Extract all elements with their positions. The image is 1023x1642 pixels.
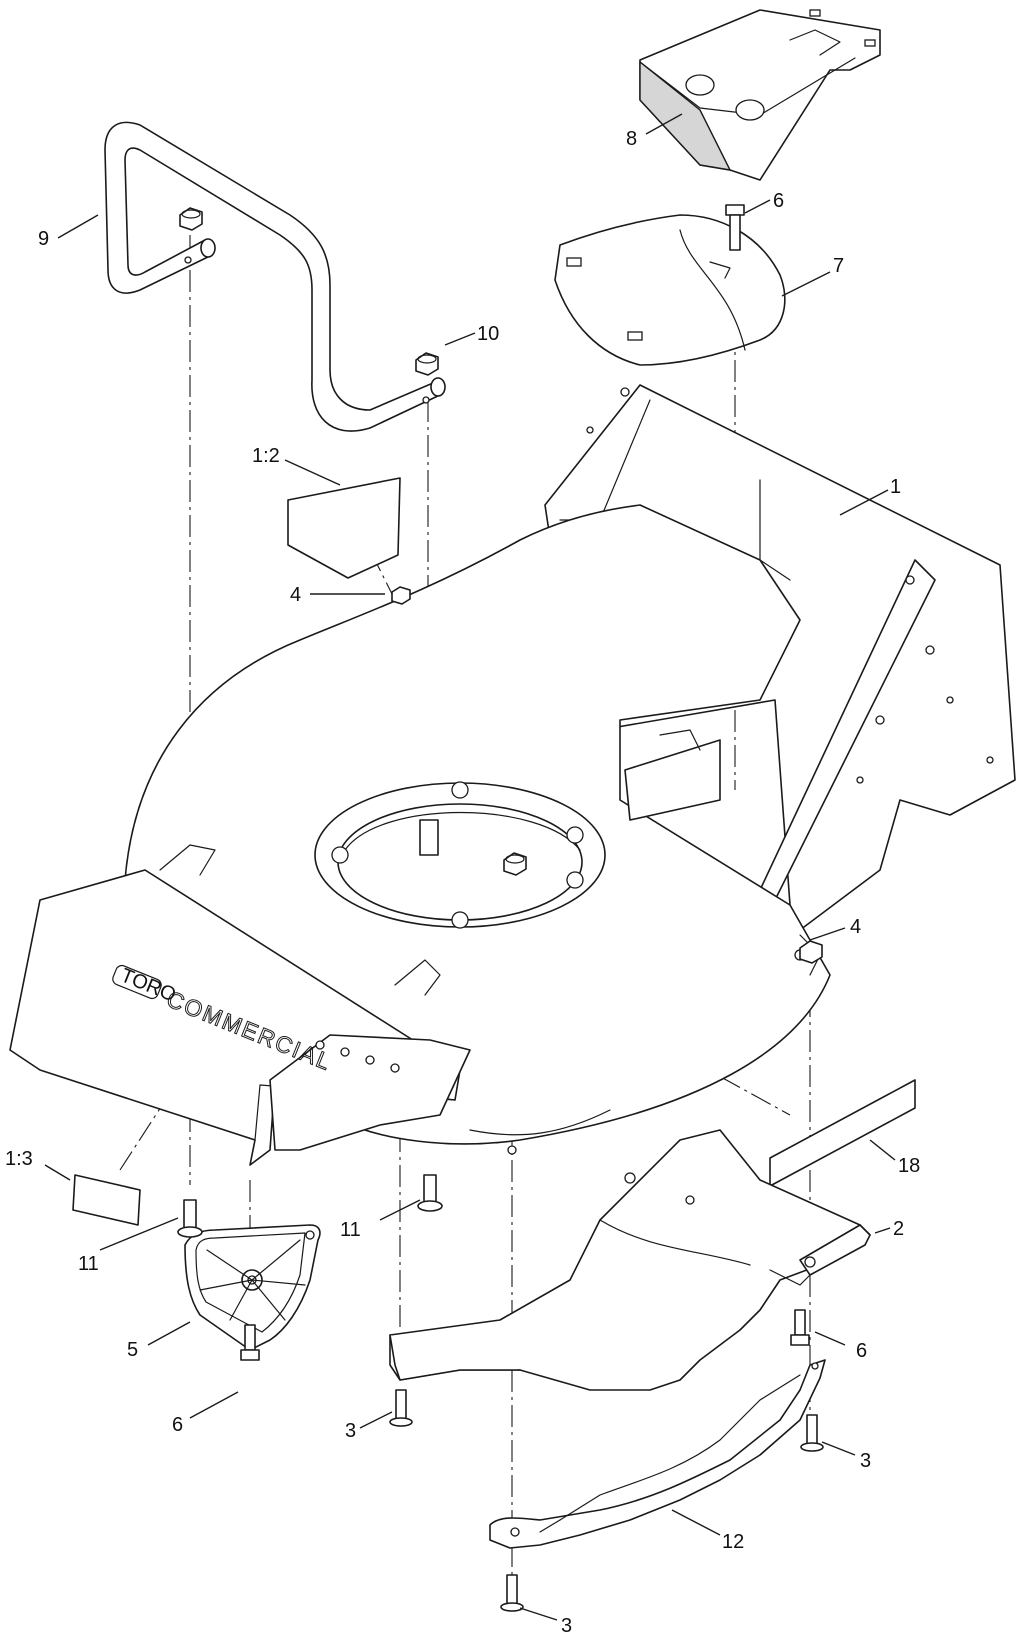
callout-5: 5 — [127, 1339, 138, 1361]
bail-handle — [104, 121, 446, 432]
rear-top-cover — [639, 9, 881, 181]
callout-4-upper: 4 — [290, 584, 301, 606]
callout-10: 10 — [477, 323, 499, 345]
callout-2: 2 — [893, 1218, 904, 1240]
callout-1-3: 1:3 — [5, 1148, 33, 1170]
top-cover — [554, 214, 786, 366]
decal-1-3 — [72, 1174, 141, 1226]
callout-3-bottom: 3 — [561, 1615, 572, 1637]
decal-1-2 — [287, 477, 401, 579]
callout-labels: 9 8 6 7 10 1:2 4 1 4 18 2 1:3 11 11 5 6 … — [5, 128, 920, 1637]
callout-6-top: 6 — [773, 190, 784, 212]
callout-3-center: 3 — [345, 1420, 356, 1442]
callout-9: 9 — [38, 228, 49, 250]
baffle — [389, 1129, 871, 1391]
hardware-nuts — [179, 207, 823, 964]
callout-6-right: 6 — [856, 1340, 867, 1362]
hardware-bolts — [177, 204, 824, 1612]
callout-7: 7 — [833, 255, 844, 277]
decal-18 — [769, 1079, 916, 1187]
callout-18: 18 — [898, 1155, 920, 1177]
leader-lines — [44, 113, 896, 1621]
lower-skid — [489, 1359, 826, 1549]
callout-6-bottom-left: 6 — [172, 1414, 183, 1436]
callout-11-left: 11 — [78, 1253, 99, 1275]
callout-1-2: 1:2 — [252, 445, 280, 467]
callout-8: 8 — [626, 128, 637, 150]
callout-1: 1 — [890, 476, 901, 498]
callout-3-right: 3 — [860, 1450, 871, 1472]
callout-12: 12 — [722, 1531, 744, 1553]
callout-11-center: 11 — [340, 1219, 361, 1241]
deck-housing: TORO COMMERCIAL — [9, 384, 1016, 1166]
callout-4-right: 4 — [850, 916, 861, 938]
blade-plate — [184, 1224, 321, 1351]
